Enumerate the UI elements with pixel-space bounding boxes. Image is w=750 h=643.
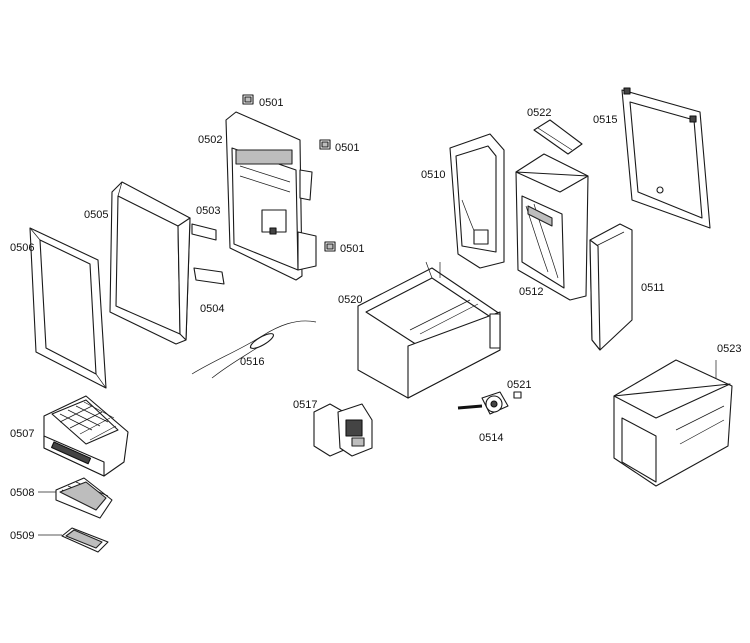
label-0521: 0521: [507, 379, 531, 391]
label-0502: 0502: [198, 134, 222, 146]
part-0501-clip-low: [324, 241, 336, 252]
label-0511: 0511: [641, 282, 665, 294]
part-0505-door-panel: [109, 181, 191, 345]
part-0502-dispenser-housing: [225, 111, 317, 281]
label-0514: 0514: [479, 432, 503, 444]
label-0515: 0515: [593, 114, 617, 126]
part-0523-ice-bucket: [613, 359, 733, 487]
part-0503-plate: [191, 223, 217, 241]
label-0501-top: 0501: [259, 97, 283, 109]
part-0517-bracket: [313, 403, 373, 457]
part-0514-fan: [457, 391, 509, 415]
part-0510-cover: [449, 133, 505, 269]
label-0501-mid: 0501: [335, 142, 359, 154]
part-0512-auger-housing: [515, 153, 589, 301]
label-0523: 0523: [717, 343, 741, 355]
label-0504: 0504: [200, 303, 224, 315]
part-0501-clip-top: [242, 94, 254, 105]
label-0510: 0510: [421, 169, 445, 181]
part-0501-clip-mid: [319, 139, 331, 150]
label-0508: 0508: [10, 487, 34, 499]
part-0516-cable: [191, 320, 317, 379]
part-0520-box-housing: [357, 261, 501, 399]
part-0511-side-panel: [589, 223, 633, 351]
part-0506-frame: [29, 227, 107, 389]
label-0507: 0507: [10, 428, 34, 440]
part-0515-gasket-frame: [621, 87, 711, 229]
part-0521-screw: [513, 391, 522, 399]
label-0517: 0517: [293, 399, 317, 411]
part-0508-grid: [55, 477, 113, 519]
part-0504-plate: [193, 267, 225, 285]
label-0520: 0520: [338, 294, 362, 306]
part-0507-drip-tray: [43, 395, 129, 477]
label-0503: 0503: [196, 205, 220, 217]
label-0512: 0512: [519, 286, 543, 298]
label-0501-low: 0501: [340, 243, 364, 255]
label-0506: 0506: [10, 242, 34, 254]
label-0505: 0505: [84, 209, 108, 221]
label-0509: 0509: [10, 530, 34, 542]
part-0522-cap: [533, 119, 583, 155]
label-0516: 0516: [240, 356, 264, 368]
part-0509-small-tray: [61, 527, 109, 553]
label-0522: 0522: [527, 107, 551, 119]
